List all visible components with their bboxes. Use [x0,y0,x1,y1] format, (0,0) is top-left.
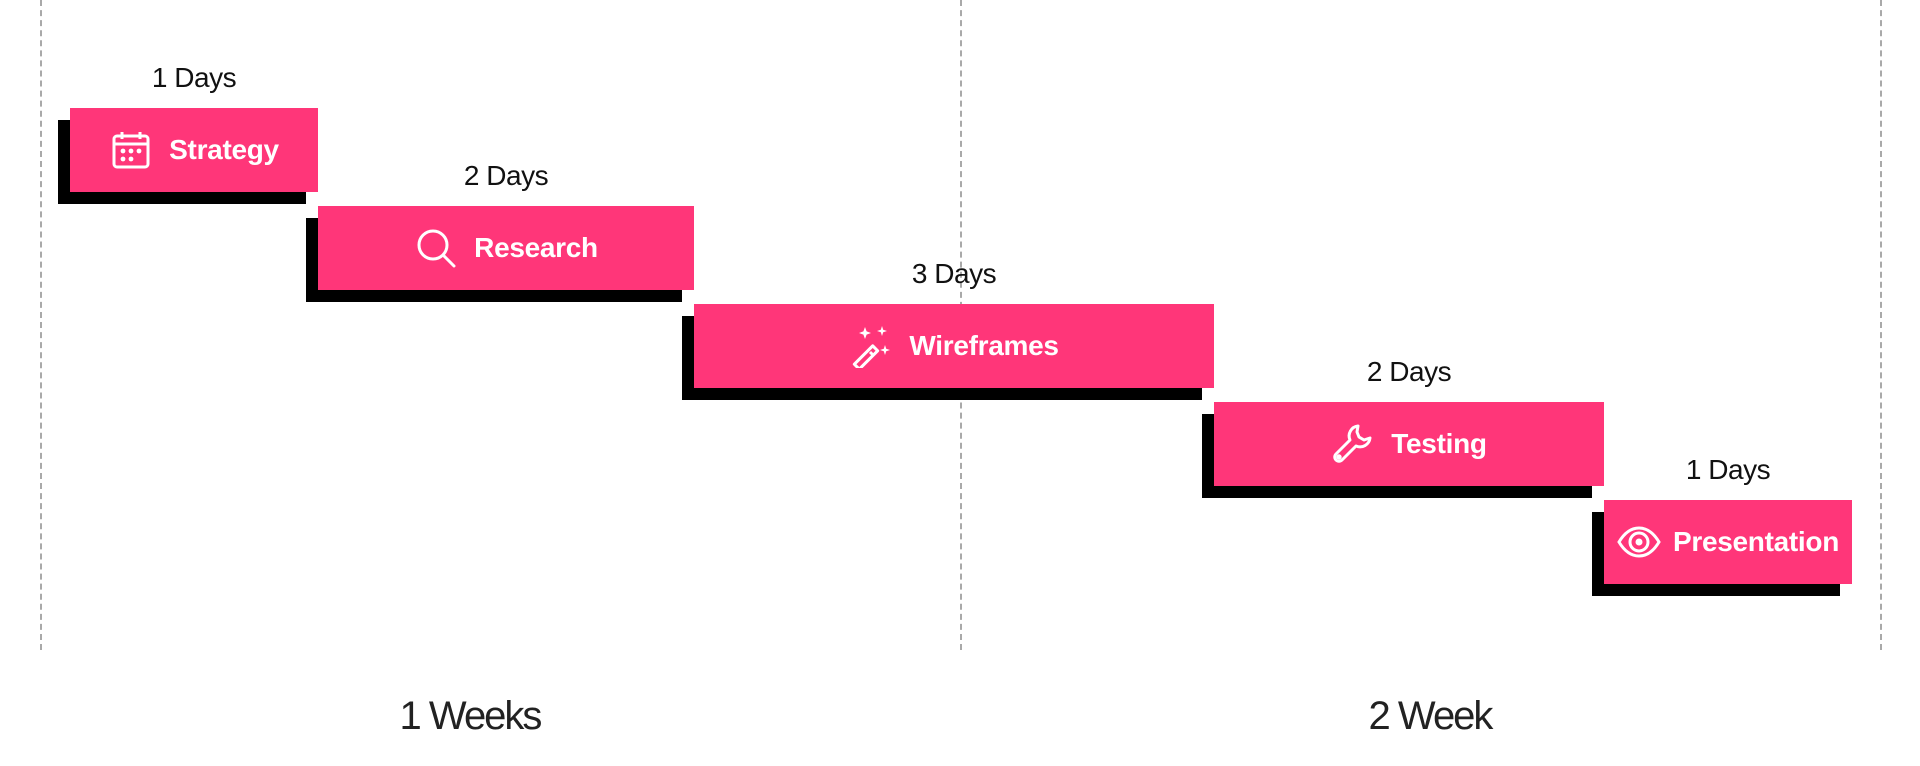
week-label-2: 2 Week [1260,694,1600,739]
task-duration-wireframes: 3 Days [694,258,1214,290]
task-bar-strategy[interactable]: Strategy [70,108,318,192]
eye-icon [1617,520,1661,564]
task-label-testing: Testing [1391,428,1486,460]
task-label-wireframes: Wireframes [909,330,1058,362]
task-duration-research: 2 Days [318,160,694,192]
task-duration-strategy: 1 Days [70,62,318,94]
task-duration-presentation: 1 Days [1604,454,1852,486]
task-label-research: Research [474,232,598,264]
magic-wand-icon [849,324,893,368]
week-divider-end [1880,0,1882,650]
task-bar-research[interactable]: Research [318,206,694,290]
search-icon [414,226,458,270]
task-label-strategy: Strategy [169,134,279,166]
task-duration-testing: 2 Days [1214,356,1604,388]
task-bar-testing[interactable]: Testing [1214,402,1604,486]
week-divider-start [40,0,42,650]
calendar-icon [109,128,153,172]
task-bar-presentation[interactable]: Presentation [1604,500,1852,584]
task-label-presentation: Presentation [1673,526,1839,558]
task-bar-wireframes[interactable]: Wireframes [694,304,1214,388]
week-label-1: 1 Weeks [300,694,640,739]
wrench-icon [1331,422,1375,466]
